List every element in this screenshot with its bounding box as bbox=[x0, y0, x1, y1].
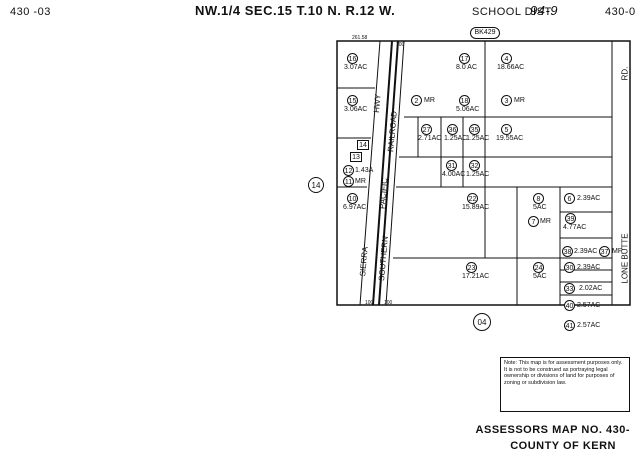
parcel-4-area: 18.66AC bbox=[497, 64, 525, 71]
parcel-23-area: 17.21AC bbox=[462, 273, 490, 280]
parcel-7-area: MR bbox=[540, 218, 551, 225]
parcel-18-area: 5.06AC bbox=[456, 106, 480, 113]
parcel-15-number: 15 bbox=[347, 95, 358, 106]
parcel-3-area: MR bbox=[514, 97, 525, 104]
parcel-8-number: 8 bbox=[533, 193, 544, 204]
parcel-5-number: 5 bbox=[501, 124, 512, 135]
parcel-8-area: 5AC bbox=[533, 204, 547, 211]
parcel-40-area: 2.57AC bbox=[577, 302, 601, 309]
parcel-5-area: 19.55AC bbox=[496, 135, 524, 142]
parcel-31-area: 4.00AC bbox=[442, 171, 466, 178]
school-district-value: 94-9 bbox=[530, 3, 559, 18]
parcel-33-area: 2.02AC bbox=[579, 285, 603, 292]
highway-label: HWY bbox=[372, 93, 383, 114]
parcel-3-number: 3 bbox=[501, 95, 512, 106]
sierra-label: SIERRA bbox=[358, 246, 370, 277]
parcel-13-number: 13 bbox=[350, 152, 362, 162]
parcel-35-area: 1.25AC bbox=[466, 135, 490, 142]
county-name: COUNTY OF KERN bbox=[510, 440, 616, 452]
dimension-top-1: 261.58 bbox=[352, 35, 368, 41]
parcel-16-area: 3.07AC bbox=[344, 64, 368, 71]
parcel-11-number: 11 bbox=[343, 176, 354, 187]
pacific-label: PACIFIC bbox=[377, 177, 390, 210]
parcel-40-number: 40 bbox=[564, 300, 575, 311]
adjacent-sheet-south: 04 bbox=[473, 313, 491, 331]
parcel-12-number: 12 bbox=[343, 165, 354, 176]
parcel-37-area: MR bbox=[612, 248, 623, 255]
parcel-27-number: 27 bbox=[421, 124, 432, 135]
parcel-30-area: 2.39AC bbox=[577, 264, 601, 271]
parcel-38-number: 38 bbox=[562, 246, 573, 257]
assessors-map-number: ASSESSORS MAP NO. 430- bbox=[475, 424, 630, 436]
map-title: NW.1/4 SEC.15 T.10 N. R.12 W. bbox=[195, 3, 396, 18]
parcel-23-number: 23 bbox=[466, 262, 477, 273]
parcel-36-area: 1.25AC bbox=[444, 135, 468, 142]
parcel-39-number: 39 bbox=[565, 213, 576, 224]
parcel-41-area: 2.57AC bbox=[577, 322, 601, 329]
parcel-39-area: 4.77AC bbox=[563, 224, 587, 231]
parcel-2-number: 2 bbox=[411, 95, 422, 106]
parcel-18-number: 18 bbox=[459, 95, 470, 106]
parcel-6-area: 2.39AC bbox=[577, 195, 601, 202]
parcel-10-area: 6.97AC bbox=[343, 204, 367, 211]
parcel-17-number: 17 bbox=[459, 53, 470, 64]
parcel-11-area: MR bbox=[355, 178, 366, 185]
map-number-left: 430 -03 bbox=[10, 6, 51, 18]
parcel-37-number: 37 bbox=[599, 246, 610, 257]
book-reference-label: BK429 bbox=[470, 27, 500, 39]
parcel-32-number: 32 bbox=[469, 160, 480, 171]
parcel-4-number: 4 bbox=[501, 53, 512, 64]
parcel-38-area: 2.39AC bbox=[574, 248, 598, 255]
dimension-bottom-1: 100 bbox=[365, 300, 374, 306]
parcel-2-area: MR bbox=[424, 97, 435, 104]
assessment-disclaimer-note: Note: This map is for assessment purpose… bbox=[500, 357, 630, 412]
parcel-10-number: 10 bbox=[347, 193, 358, 204]
parcel-30-number: 30 bbox=[564, 262, 575, 273]
parcel-33-number: 33 bbox=[564, 283, 575, 294]
parcel-7-number: 7 bbox=[528, 216, 539, 227]
parcel-31-number: 31 bbox=[446, 160, 457, 171]
parcel-27-area: 2.71AC bbox=[418, 135, 442, 142]
parcel-15-area: 3.06AC bbox=[344, 106, 368, 113]
dimension-bottom-2: 100 bbox=[384, 300, 393, 306]
parcel-22-number: 22 bbox=[467, 193, 478, 204]
parcel-22-area: 15.89AC bbox=[462, 204, 490, 211]
parcel-16-number: 16 bbox=[347, 53, 358, 64]
parcel-24-number: 24 bbox=[533, 262, 544, 273]
parcel-17-area: 8.0 AC bbox=[456, 64, 478, 71]
map-number-right: 430-0 bbox=[605, 6, 636, 18]
parcel-32-area: 1.25AC bbox=[466, 171, 490, 178]
parcel-36-number: 36 bbox=[447, 124, 458, 135]
parcel-24-area: 5AC bbox=[533, 273, 547, 280]
adjacent-sheet-west: 14 bbox=[308, 177, 324, 193]
parcel-35-number: 35 bbox=[469, 124, 480, 135]
road-label: RD. bbox=[620, 66, 630, 81]
parcel-6-number: 6 bbox=[564, 193, 575, 204]
parcel-14-number: 14 bbox=[357, 140, 369, 150]
school-district-label: SCHOOL DIST. bbox=[472, 6, 554, 18]
dimension-top-2: 100 bbox=[396, 42, 405, 48]
lone-butte-label: LONE BUTTE bbox=[620, 233, 630, 284]
parcel-12-area: 1.43A bbox=[355, 167, 374, 174]
parcel-41-number: 41 bbox=[564, 320, 575, 331]
